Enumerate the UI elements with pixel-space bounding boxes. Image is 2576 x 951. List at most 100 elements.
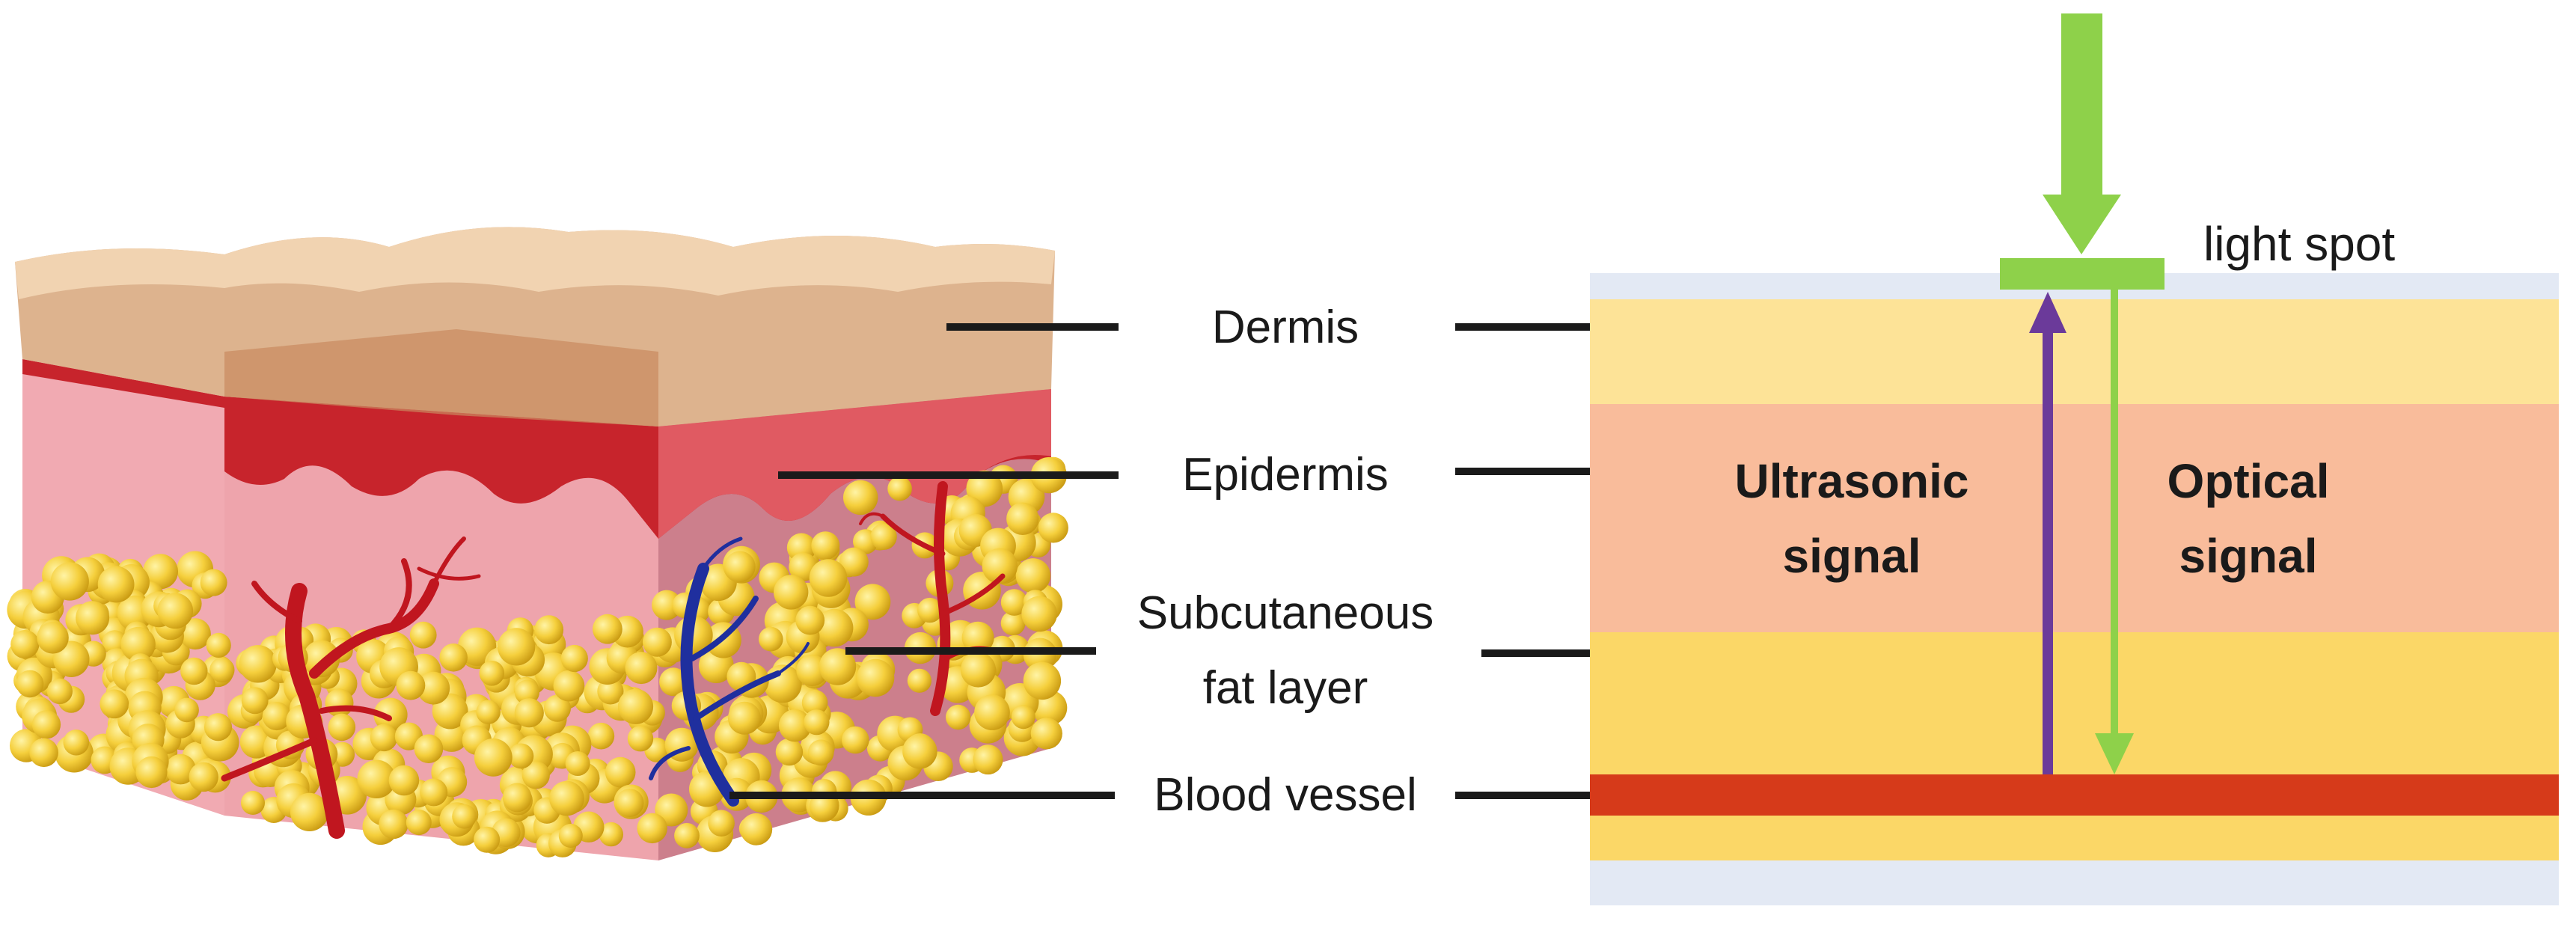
label-subcutaneous-line1: Subcutaneous xyxy=(1137,587,1434,639)
fat-cell xyxy=(775,738,804,766)
fat-cell xyxy=(46,678,73,705)
fat-cell xyxy=(1015,558,1051,593)
fat-cell xyxy=(414,734,444,763)
fat-cell xyxy=(476,700,501,724)
fat-cell xyxy=(534,615,564,645)
fat-cell xyxy=(637,813,667,844)
fat-cell xyxy=(498,628,536,666)
fat-cell xyxy=(708,810,735,837)
fat-cell xyxy=(209,657,235,683)
fat-cell xyxy=(674,822,700,848)
label-optical-line1: Optical xyxy=(2167,454,2330,508)
artery-left xyxy=(221,536,481,839)
fat-cell xyxy=(907,668,931,693)
fat-cell xyxy=(357,759,396,798)
fat-cell xyxy=(452,804,477,829)
fat-cell xyxy=(120,626,156,662)
fat-cell xyxy=(50,562,89,601)
skin-block-illustration xyxy=(7,227,1068,860)
fat-cell xyxy=(135,756,168,789)
fat-cell xyxy=(302,640,340,678)
fat-cell xyxy=(1030,718,1062,750)
fat-cell xyxy=(740,813,773,845)
incoming-light-arrow xyxy=(2043,13,2121,254)
skin-block-left-face xyxy=(22,284,224,816)
fat-cell xyxy=(917,597,943,623)
fat-cell xyxy=(239,645,277,683)
fat-cell xyxy=(961,652,996,688)
fat-cell xyxy=(396,670,426,700)
fat-cell xyxy=(406,810,432,836)
fat-cell xyxy=(189,762,218,792)
fat-cell xyxy=(417,671,450,705)
fat-cell xyxy=(759,626,783,652)
fat-cell xyxy=(241,687,269,715)
fat-cell xyxy=(204,713,233,741)
fat-cell xyxy=(439,643,468,672)
fat-cell xyxy=(16,670,44,698)
fat-cell xyxy=(854,584,891,620)
label-blood-vessel: Blood vessel xyxy=(1154,769,1417,821)
label-light-spot: light spot xyxy=(2203,217,2395,271)
fat-cell xyxy=(599,822,623,847)
fat-cell xyxy=(409,621,437,649)
fat-cell xyxy=(97,566,135,603)
label-epidermis: Epidermis xyxy=(1182,449,1389,501)
fat-cell xyxy=(966,470,1003,507)
fat-cell xyxy=(521,761,550,789)
fat-cell xyxy=(31,710,61,739)
fat-cell xyxy=(325,688,354,718)
fat-cell xyxy=(627,726,654,752)
ultrasonic-arrow xyxy=(2029,292,2066,774)
fat-cell xyxy=(543,694,572,722)
fat-cell xyxy=(549,780,584,816)
fat-cell xyxy=(625,652,658,685)
fat-cell xyxy=(76,601,110,635)
fat-cell xyxy=(373,697,408,732)
fat-cell xyxy=(902,734,937,769)
fat-cell xyxy=(801,689,828,716)
optical-arrow xyxy=(2095,290,2134,774)
skin-surface-top xyxy=(15,227,1055,299)
fat-cell xyxy=(553,670,585,702)
layer-schematic xyxy=(1590,273,2559,905)
fat-cell xyxy=(795,605,825,635)
fat-cell xyxy=(642,627,672,657)
fat-cell xyxy=(615,789,644,818)
fat-cell xyxy=(379,809,409,840)
fat-cell xyxy=(157,593,194,629)
light-spot-bar xyxy=(2000,258,2164,290)
skin-cut-front xyxy=(224,329,658,426)
fat-cell xyxy=(180,657,208,685)
fat-cell xyxy=(560,644,588,673)
fat-cell xyxy=(842,726,869,754)
label-dermis: Dermis xyxy=(1212,302,1359,353)
layer-outer-bottom xyxy=(1590,860,2559,905)
fat-cell xyxy=(809,792,839,821)
fat-cell xyxy=(593,614,622,644)
fat-cell xyxy=(514,679,540,705)
fat-cell xyxy=(100,689,129,719)
fat-cell xyxy=(200,569,227,596)
fat-cell xyxy=(815,608,854,647)
fat-cell xyxy=(1006,502,1039,535)
fat-cell xyxy=(63,730,90,756)
fat-cell xyxy=(558,824,583,848)
fat-cell xyxy=(479,661,505,686)
fat-cell xyxy=(605,756,636,788)
layer-blood-vessel xyxy=(1590,774,2559,816)
fat-cell xyxy=(839,547,869,577)
fat-cell xyxy=(778,709,812,742)
fat-cell xyxy=(652,590,682,620)
fat-cell xyxy=(809,559,848,597)
layer-epidermis xyxy=(1590,404,2559,632)
label-subcutaneous-line2: fat layer xyxy=(1203,662,1368,714)
label-ultrasonic-line2: signal xyxy=(1783,529,1921,583)
fat-cell xyxy=(180,618,211,650)
fat-cell xyxy=(774,575,809,610)
fat-cell xyxy=(262,702,291,731)
layer-fat xyxy=(1590,632,2559,774)
fat-cell xyxy=(870,523,897,550)
fat-cell xyxy=(290,792,329,831)
